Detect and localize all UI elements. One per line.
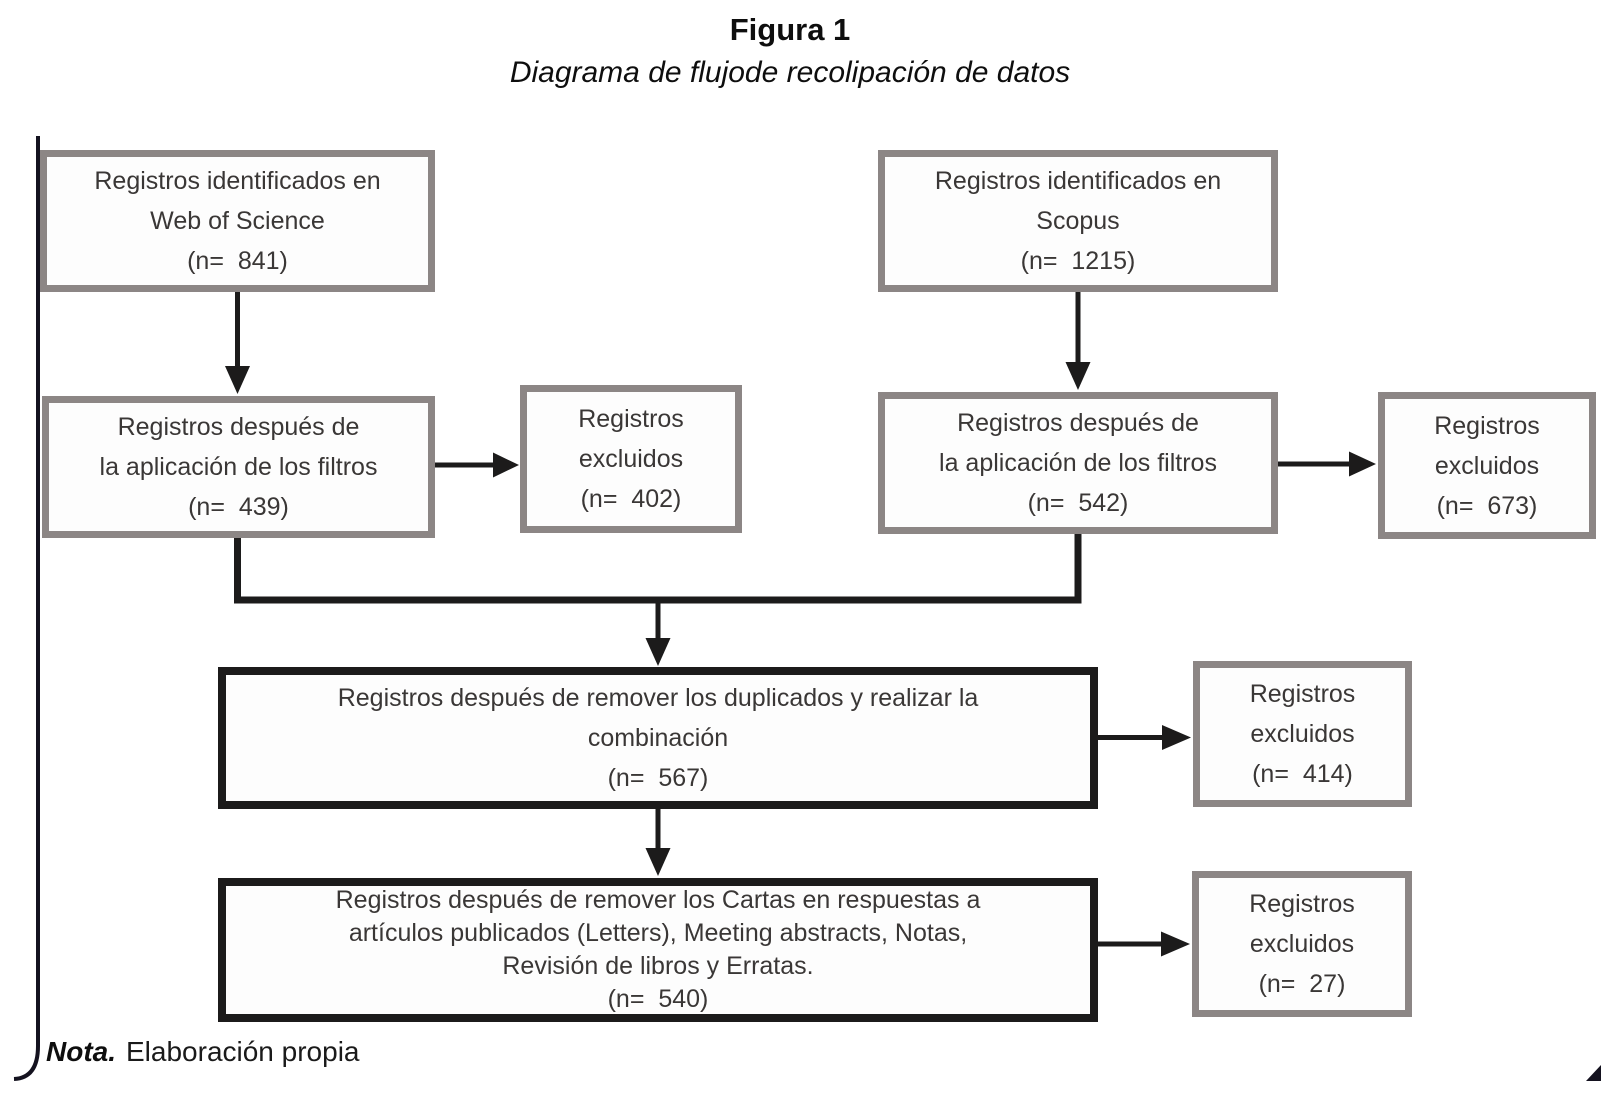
node-letters-excluded-line-3: (n= 27): [1258, 970, 1346, 998]
node-letters-removed-line-4: (n= 540): [607, 985, 709, 1013]
node-scopus-excluded-line-1: Registros: [1434, 411, 1540, 440]
node-letters-removed-line-2: artículos publicados (Letters), Meeting …: [348, 919, 968, 947]
node-merged-excluded-line-1: Registros: [1249, 680, 1356, 708]
node-merged-line-2: combinación: [587, 724, 729, 752]
node-wos-excluded-line-3: (n= 402): [580, 485, 682, 513]
node-scopus-line-1: Registros identificados en: [934, 167, 1222, 195]
figure-note-label: Nota.: [46, 1036, 116, 1067]
figure-title: Figura 1: [729, 12, 851, 47]
bottom-right-corner-mark: [1586, 1065, 1601, 1081]
node-scopus: Registros identificados en Scopus (n= 12…: [878, 150, 1278, 292]
node-wos-filtered-line-1: Registros después de: [117, 413, 360, 441]
node-letters-removed-line-3: Revisión de libros y Erratas.: [502, 952, 814, 980]
node-wos-filtered-line-2: la aplicación de los filtros: [99, 453, 378, 481]
node-wos-filtered: Registros después de la aplicación de lo…: [42, 396, 435, 538]
arrow-merged-to-excluded-head: [1162, 725, 1191, 750]
node-scopus-excluded: Registros excluidos (n= 673): [1378, 392, 1596, 539]
node-scopus-line-2: Scopus: [1036, 207, 1120, 235]
node-letters-excluded-line-1: Registros: [1249, 890, 1355, 918]
node-scopus-filtered-line-2: la aplicación de los filtros: [939, 449, 1217, 477]
node-merged-excluded-line-2: excluidos: [1250, 720, 1355, 748]
left-frame-line: [13, 136, 40, 1081]
node-wos-filtered-line-3: (n= 439): [188, 493, 289, 521]
node-wos: Registros identificados en Web of Scienc…: [40, 150, 435, 292]
node-scopus-filtered-line-1: Registros después de: [957, 409, 1199, 437]
node-wos-excluded: Registros excluidos (n= 402): [520, 385, 742, 533]
node-letters-excluded-line-2: excluidos: [1249, 930, 1355, 958]
arrow-merged-to-letters-head: [645, 848, 671, 876]
arrow-letters-to-excluded-head: [1161, 931, 1190, 957]
node-merged-excluded: Registros excluidos (n= 414): [1193, 661, 1412, 807]
arrow-merge-down-head: [645, 638, 671, 666]
node-scopus-filtered: Registros después de la aplicación de lo…: [878, 392, 1278, 534]
node-letters-removed-line-1: Registros después de remover los Cartas …: [335, 886, 981, 914]
figure-note-text: Elaboración propia: [126, 1036, 360, 1067]
arrow-scopus-to-filtered-head: [1065, 362, 1091, 390]
node-wos-line-2: Web of Science: [150, 207, 325, 235]
node-merged-line-1: Registros después de remover los duplica…: [337, 684, 979, 712]
node-letters-removed: Registros después de remover los Cartas …: [218, 878, 1098, 1022]
node-merged-excluded-line-3: (n= 414): [1252, 760, 1353, 788]
node-wos-excluded-line-1: Registros: [578, 405, 684, 433]
arrow-wos-to-filtered-head: [225, 366, 250, 394]
node-scopus-filtered-line-3: (n= 542): [1027, 489, 1129, 517]
merge-connector: [234, 534, 1082, 604]
node-wos-excluded-line-2: excluidos: [578, 445, 684, 473]
node-scopus-line-3: (n= 1215): [1020, 247, 1136, 275]
node-merged: Registros después de remover los duplica…: [218, 667, 1098, 809]
arrow-wosfiltered-to-excluded-head: [493, 452, 519, 478]
node-scopus-excluded-line-3: (n= 673): [1436, 491, 1538, 520]
node-wos-line-1: Registros identificados en: [94, 167, 381, 195]
figure-subtitle: Diagrama de flujode recolipación de dato…: [509, 56, 1071, 89]
node-scopus-excluded-line-2: excluidos: [1434, 451, 1540, 480]
arrow-scopusfiltered-to-excluded-head: [1349, 451, 1376, 477]
node-letters-excluded: Registros excluidos (n= 27): [1192, 871, 1412, 1017]
node-wos-line-3: (n= 841): [187, 247, 288, 275]
node-merged-line-3: (n= 567): [607, 764, 709, 792]
figure-note: Nota. Elaboración propia: [46, 1036, 360, 1068]
